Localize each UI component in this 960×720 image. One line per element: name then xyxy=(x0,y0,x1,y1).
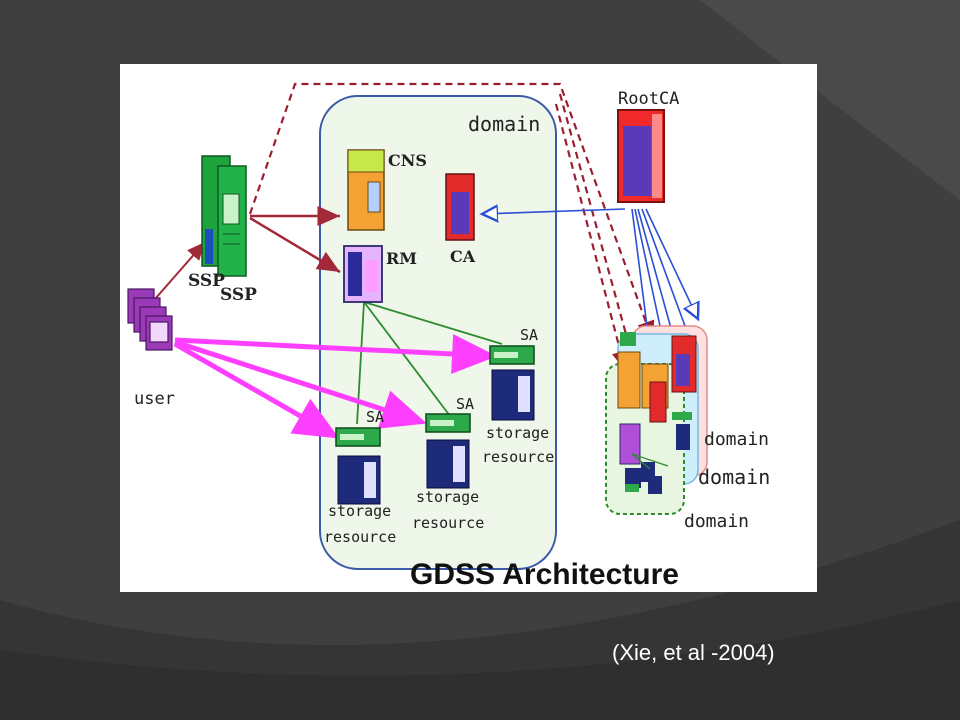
storage-label-3b: resource xyxy=(324,528,396,546)
cns-label: CNS xyxy=(388,151,427,170)
user-computers-icon xyxy=(127,288,173,351)
ssp-remote-dashed-links xyxy=(248,82,655,372)
sa-server-icon-3 xyxy=(335,427,381,505)
sa-server-icon-2 xyxy=(425,413,471,489)
root-ca-server-icon xyxy=(617,109,665,203)
user-to-ssp-arrow xyxy=(154,241,206,300)
user-label: user xyxy=(134,389,175,409)
domain-label-remote-2: domain xyxy=(698,465,770,489)
remote-domains-cluster xyxy=(605,325,708,515)
gdss-architecture-diagram: domain xyxy=(120,64,817,592)
storage-label-1b: resource xyxy=(482,448,554,466)
diagram-title: GDSS Architecture xyxy=(410,558,679,591)
domain-label-remote-1: domain xyxy=(704,429,769,450)
ssp-label-2: SSP xyxy=(220,285,257,305)
ssp-server-icon xyxy=(201,155,247,277)
domain-label-main: domain xyxy=(468,112,540,136)
cns-server-icon xyxy=(347,149,385,231)
domain-label-remote-3: domain xyxy=(684,511,749,532)
sa-label-1: SA xyxy=(520,326,538,344)
citation-text: (Xie, et al -2004) xyxy=(612,640,775,665)
root-ca-label: RootCA xyxy=(618,89,679,109)
sa-server-icon-1 xyxy=(489,345,535,421)
storage-label-2b: resource xyxy=(412,514,484,532)
sa-label-2: SA xyxy=(456,395,474,413)
storage-label-1a: storage xyxy=(486,424,549,442)
ssp-label-1: SSP xyxy=(188,271,225,291)
storage-label-2a: storage xyxy=(416,488,479,506)
ca-server-icon xyxy=(445,173,475,241)
storage-label-3a: storage xyxy=(328,502,391,520)
ca-label: CA xyxy=(450,247,476,266)
rm-server-icon xyxy=(343,245,383,303)
ssp-to-rm-arrow xyxy=(249,216,341,274)
rm-label: RM xyxy=(386,249,417,268)
user-sa-access-arrows xyxy=(173,334,497,439)
sa-label-3: SA xyxy=(366,408,384,426)
rootca-trust-links xyxy=(482,209,698,335)
